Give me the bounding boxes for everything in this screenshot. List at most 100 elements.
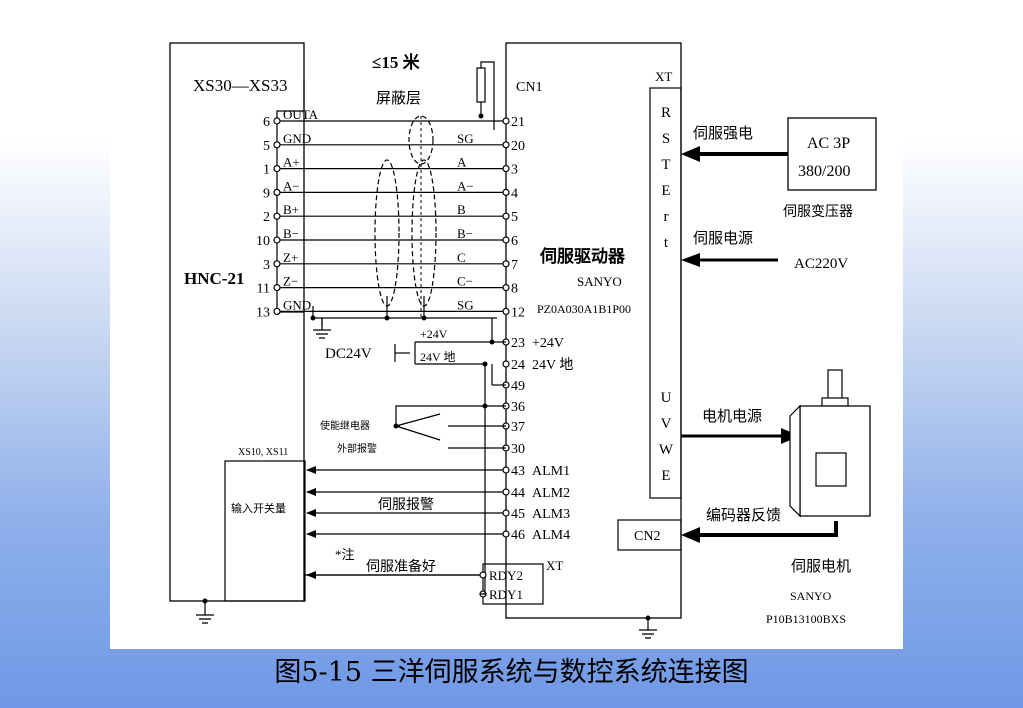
ground-icon [196, 614, 214, 624]
cn1-pin-number: 20 [511, 139, 525, 154]
left-pin-signal: GND [283, 131, 311, 146]
driver-model: PZ0A030A1B1P00 [537, 302, 631, 316]
cn1-pin-number: 6 [511, 234, 518, 249]
left-pin-number: 11 [257, 282, 270, 297]
xt-letter: S [662, 131, 670, 147]
left-pin-number: 5 [263, 139, 270, 154]
left-pin-signal: A− [283, 178, 300, 193]
hnc21-box [169, 42, 305, 602]
ac-line1: AC 3P [807, 135, 850, 152]
mid-signal-label: A [457, 155, 467, 170]
connector-label: XS30—XS33 [193, 76, 287, 95]
io-pin-number: 37 [511, 420, 525, 435]
dc-plus-label: +24V [420, 327, 448, 341]
ac-line2: 380/200 [798, 163, 850, 180]
left-pin-terminal [273, 188, 281, 196]
io-pin-number: 44 [511, 486, 525, 501]
left-pin-terminal [273, 284, 281, 292]
dc24v-label: DC24V [325, 346, 372, 362]
io-pin-number: 45 [511, 507, 525, 522]
cn1-pin-terminal [502, 307, 510, 315]
cn1-pin-terminal [502, 141, 510, 149]
left-pin-signal: Z− [283, 274, 298, 289]
xt-letter: E [661, 468, 670, 484]
io-pin-name: ALM4 [532, 528, 570, 543]
power-pin-name: 24V 地 [532, 357, 573, 373]
power-pin-number: 23 [511, 336, 525, 351]
dc-ground-label: 24V 地 [420, 350, 455, 364]
xt-letter: R [661, 105, 671, 121]
cn1-pin-number: 3 [511, 163, 518, 178]
left-pin-signal: OUTA [283, 107, 319, 122]
left-pin-terminal [273, 260, 281, 268]
left-pin-signal: B+ [283, 202, 299, 217]
cn1-pin-terminal [502, 212, 510, 220]
signal-wires [280, 120, 503, 312]
input-switch-box [224, 460, 306, 602]
io-pin-name: ALM2 [532, 486, 570, 501]
rdy1-label: RDY1 [489, 587, 523, 602]
cn1-pin-number: 5 [511, 210, 518, 225]
cn1-pin-number: 4 [511, 186, 518, 201]
left-pin-signal: GND [283, 297, 311, 312]
left-pin-number: 6 [263, 115, 270, 130]
xt-letter: V [661, 416, 672, 432]
left-pin-number: 13 [256, 305, 270, 320]
ground-icon [639, 629, 657, 639]
io-pin-name: ALM1 [532, 464, 570, 479]
cn1-pin-number: 7 [511, 258, 518, 273]
xt-letter: t [664, 235, 669, 251]
motor-brand: SANYO [790, 589, 832, 603]
left-pin-terminal [273, 236, 281, 244]
left-pin-terminal [273, 307, 281, 315]
alarm-lines [306, 466, 503, 538]
cn1-pin-terminal [502, 236, 510, 244]
servo-power-label: 伺服强电 [693, 125, 753, 142]
xt-letter: r [664, 209, 669, 225]
transformer-caption: 伺服变压器 [783, 204, 853, 220]
xt-letter: U [661, 390, 672, 406]
left-pin-number: 2 [263, 210, 270, 225]
ac220-label: AC220V [794, 256, 848, 272]
xt-label: XT [655, 69, 672, 84]
input-switch-label: 输入开关量 [231, 501, 286, 515]
left-pin-signal: A+ [283, 155, 300, 170]
driver-brand: SANYO [577, 274, 622, 289]
motor-model: P10B13100BXS [766, 612, 846, 626]
xt-letter: E [661, 183, 670, 199]
power-pin-number: 49 [511, 379, 525, 394]
left-pin-number: 10 [256, 234, 270, 249]
left-pin-terminal [273, 117, 281, 125]
mid-signal-label: B [457, 202, 466, 217]
io-pin-number: 43 [511, 464, 525, 479]
rdy-xt-label: XT [546, 558, 563, 573]
note-label: *注 [335, 547, 355, 562]
cn1-pin-number: 21 [511, 115, 525, 130]
left-pin-number: 9 [263, 186, 270, 201]
cn1-label: CN1 [516, 80, 542, 95]
ground-icon [313, 329, 331, 339]
servo-motor-icon [789, 369, 871, 518]
mid-signal-label: C [457, 250, 466, 265]
left-pin-signal: Z+ [283, 250, 298, 265]
xt-letter: T [661, 157, 670, 173]
cable-length-label: ≤15 米 [372, 52, 421, 72]
shield-ellipse-2 [374, 159, 400, 307]
left-pin-terminal [273, 141, 281, 149]
cn1-pin-terminal [502, 117, 510, 125]
power-pin-number: 24 [511, 358, 525, 373]
io-pin-number: 46 [511, 528, 525, 543]
cn1-pin-number: 12 [511, 305, 525, 320]
left-pin-terminal [273, 212, 281, 220]
left-pin-number: 1 [263, 163, 270, 178]
left-pin-terminal [273, 165, 281, 173]
encoder-feedback-arrow [692, 521, 838, 537]
xt-letter: W [659, 442, 674, 458]
mid-signal-label: SG [457, 297, 474, 312]
cn2-label: CN2 [634, 529, 660, 544]
